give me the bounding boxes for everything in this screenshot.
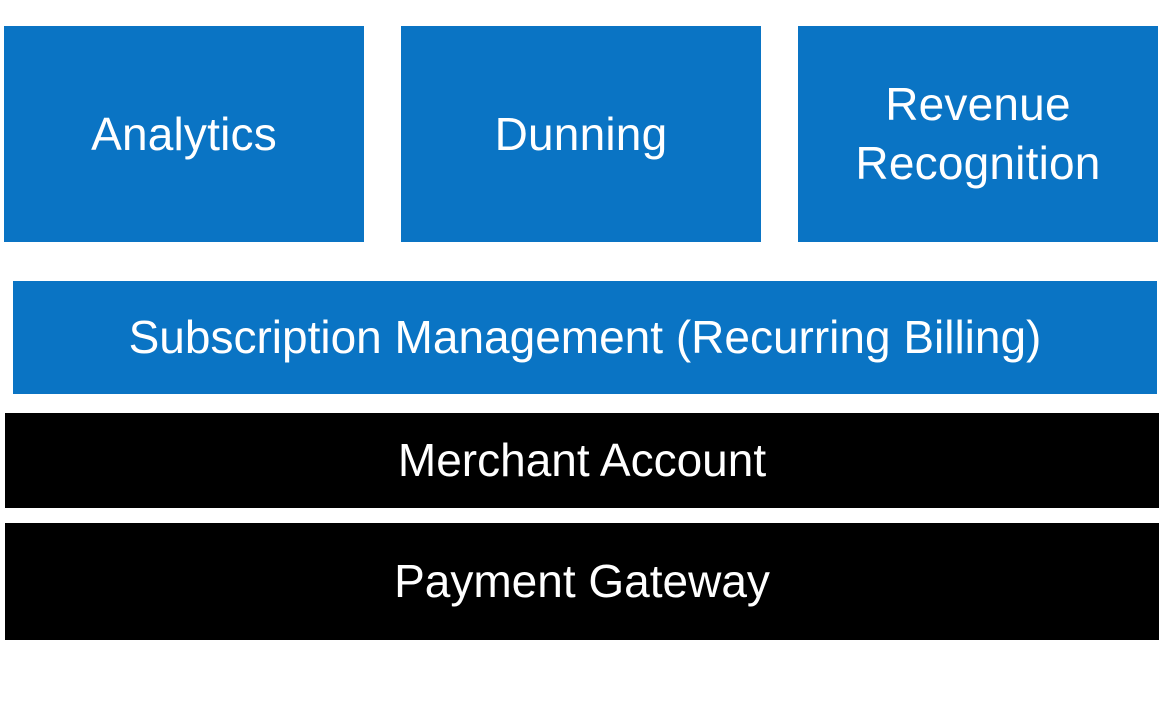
revenue-label-line-1: Revenue — [885, 78, 1071, 131]
subscription-management-block: Subscription Management (Recurring Billi… — [13, 281, 1157, 394]
merchant-account-label: Merchant Account — [397, 433, 767, 486]
dunning-block: Dunning — [401, 26, 761, 242]
merchant-account-block: Merchant Account — [5, 413, 1159, 508]
dunning-label: Dunning — [494, 107, 668, 160]
payment-gateway-block: Payment Gateway — [5, 523, 1159, 640]
analytics-block: Analytics — [4, 26, 364, 242]
revenue-recognition-block: Revenue Recognition — [798, 26, 1158, 242]
subscription-management-label: Subscription Management (Recurring Billi… — [128, 310, 1042, 363]
analytics-label: Analytics — [91, 107, 277, 160]
revenue-label-line-2: Recognition — [855, 137, 1101, 189]
revenue-recognition-label: Revenue Recognition — [855, 75, 1100, 193]
payment-gateway-label: Payment Gateway — [394, 554, 770, 607]
